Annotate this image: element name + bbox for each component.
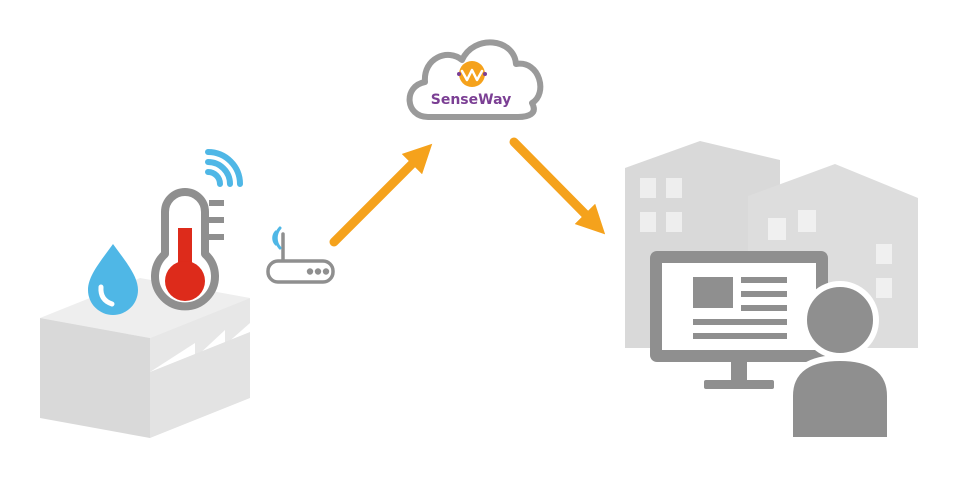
user-icon: [787, 281, 893, 443]
wifi-signal-icon: [205, 149, 243, 187]
thermometer-icon: [151, 188, 224, 311]
download-arrow: [509, 137, 606, 235]
monitor-icon: [650, 251, 828, 389]
upload-arrow: [329, 143, 433, 247]
router-icon: [266, 232, 335, 284]
wifi-signal-icon: [272, 226, 282, 250]
factory-icon: [40, 278, 250, 438]
brand-name: SenseWay: [431, 92, 511, 108]
water-drop-icon: [88, 244, 138, 315]
senseway-logo: [457, 61, 487, 87]
